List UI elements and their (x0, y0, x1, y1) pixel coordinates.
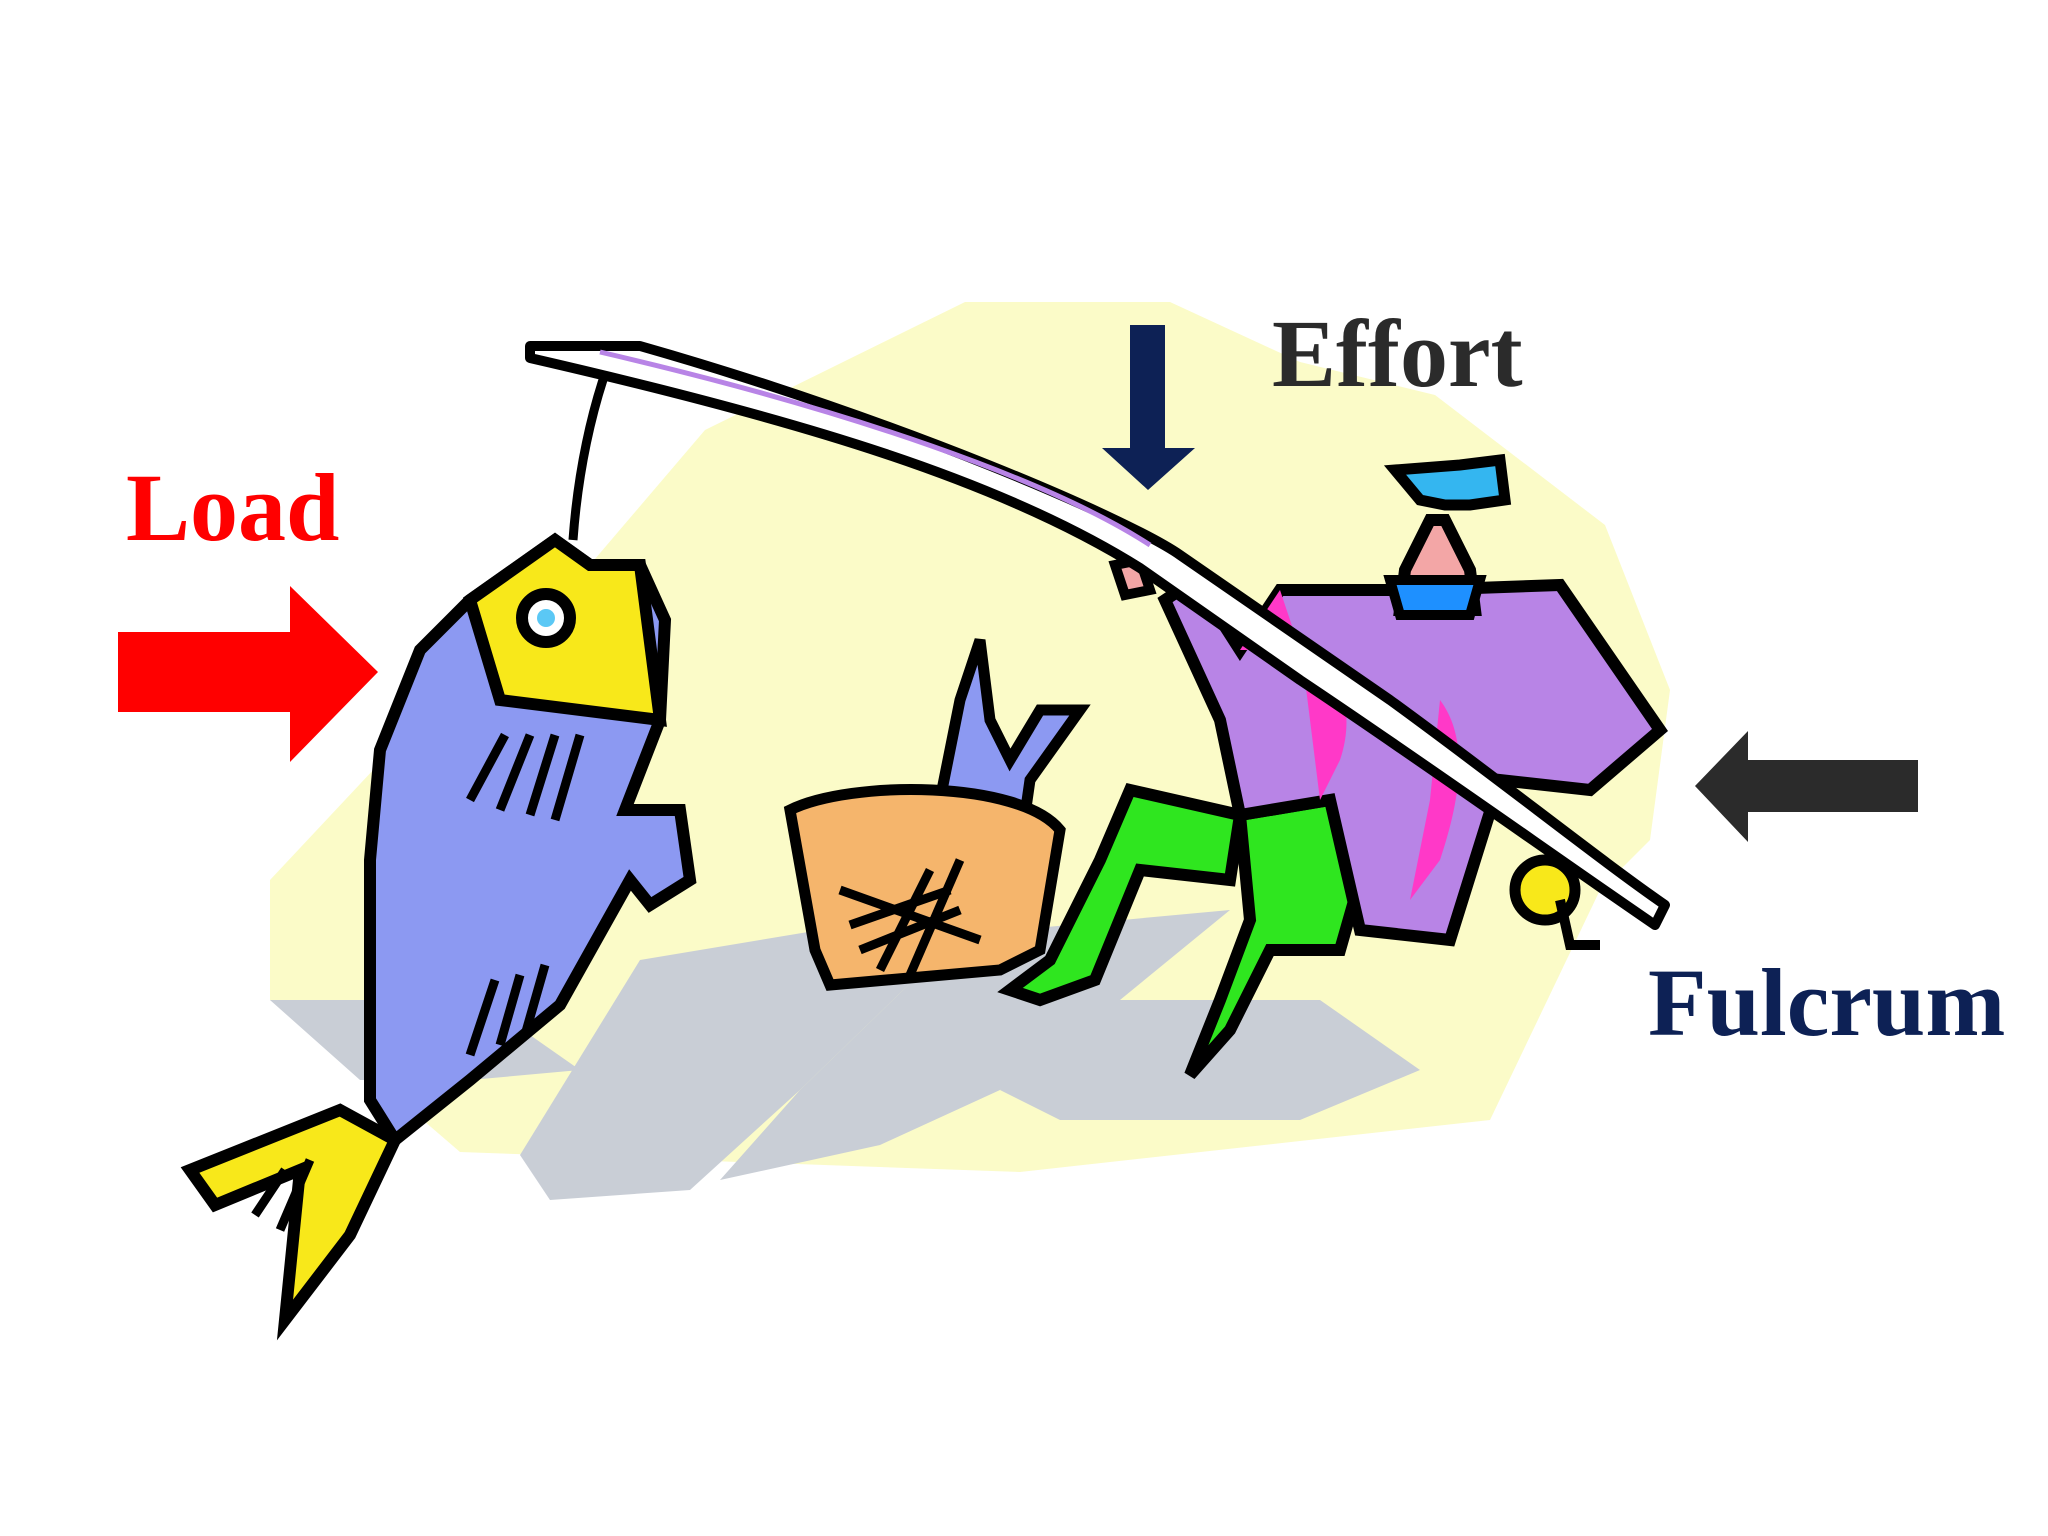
effort-label: Effort (1272, 300, 1523, 407)
basket-with-fish (783, 638, 1091, 991)
arrow-left-icon (1695, 731, 1918, 842)
fishing-line (568, 363, 613, 541)
hanging-fish (180, 532, 697, 1341)
arrow-down-icon (1102, 325, 1195, 490)
arrow-right-icon (118, 586, 378, 762)
fulcrum-label: Fulcrum (1648, 949, 2006, 1056)
fishing-rod (525, 341, 1670, 930)
load-label: Load (126, 454, 340, 561)
